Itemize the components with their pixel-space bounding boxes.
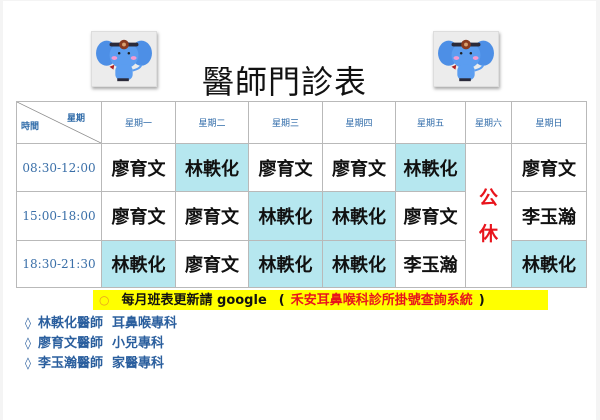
closed-label-1: 公 xyxy=(478,186,498,209)
doctor-cell: 廖育文 xyxy=(101,143,176,192)
doctor-cell: 廖育文 xyxy=(175,240,249,288)
diamond-bullet-icon: ◊ xyxy=(25,356,31,370)
doctor-specialty: 家醫專科 xyxy=(111,356,164,371)
clinic-schedule-table: 星期 時間 星期一 星期二 星期三 星期四 星期五 星期六 星期日 08:30-… xyxy=(16,101,587,288)
diamond-bullet-icon: ◊ xyxy=(25,316,31,330)
doctor-cell: 林軼化 xyxy=(248,191,323,241)
doctor-name: 李玉瀚醫師 xyxy=(37,356,103,371)
notice-close-paren: ) xyxy=(478,293,485,308)
list-item: ◊ 李玉瀚醫師家醫專科 xyxy=(25,353,177,373)
page-title: 醫師門診表 xyxy=(202,63,368,101)
doctor-cell: 林軼化 xyxy=(175,143,249,192)
closed-label-2: 休 xyxy=(478,222,498,245)
elephant-doctor-graphic xyxy=(434,32,498,86)
diagonal-divider xyxy=(17,102,101,143)
table-row: 15:00-18:00 廖育文 廖育文 林軼化 林軼化 廖育文 李玉瀚 xyxy=(16,191,587,241)
time-slot: 08:30-12:00 xyxy=(16,143,102,192)
doctor-cell: 林軼化 xyxy=(248,240,323,288)
doctor-cell: 林軼化 xyxy=(322,191,396,241)
doctor-name: 廖育文醫師 xyxy=(37,336,103,351)
doctor-cell: 廖育文 xyxy=(395,191,466,241)
doctor-list: ◊ 林軼化醫師耳鼻喉專科 ◊ 廖育文醫師小兒專科 ◊ 李玉瀚醫師家醫專科 xyxy=(25,313,177,373)
list-item: ◊ 林軼化醫師耳鼻喉專科 xyxy=(25,313,177,333)
doctor-cell: 廖育文 xyxy=(248,143,323,192)
day-header-tue: 星期二 xyxy=(175,101,249,144)
day-header-thu: 星期四 xyxy=(322,101,396,144)
doctor-specialty: 耳鼻喉專科 xyxy=(111,316,177,331)
header-row: 星期 時間 星期一 星期二 星期三 星期四 星期五 星期六 星期日 xyxy=(16,101,587,144)
doctor-cell: 林軼化 xyxy=(101,240,176,288)
schedule-page: 醫師門診表 xyxy=(3,1,596,420)
doctor-cell: 李玉瀚 xyxy=(395,240,466,288)
doctor-cell: 廖育文 xyxy=(322,143,396,192)
time-slot: 15:00-18:00 xyxy=(16,191,102,241)
doctor-cell: 林軼化 xyxy=(511,240,587,288)
table-row: 08:30-12:00 廖育文 林軼化 廖育文 廖育文 林軼化 公 休 廖育文 xyxy=(16,143,587,288)
corner-header-cell: 星期 時間 xyxy=(16,101,102,144)
notice-open-paren: ( xyxy=(278,293,285,308)
day-header-fri: 星期五 xyxy=(395,101,466,144)
elephant-doctor-graphic xyxy=(92,32,156,86)
elephant-doctor-icon xyxy=(91,31,157,87)
doctor-cell: 廖育文 xyxy=(175,191,249,241)
diamond-bullet-icon: ◊ xyxy=(25,336,31,350)
doctor-cell: 廖育文 xyxy=(511,143,587,192)
day-header-mon: 星期一 xyxy=(101,101,176,144)
doctor-name: 林軼化醫師 xyxy=(37,316,103,331)
day-header-wed: 星期三 xyxy=(248,101,323,144)
day-header-sat: 星期六 xyxy=(465,101,512,144)
time-slot: 18:30-21:30 xyxy=(16,240,102,288)
doctor-specialty: 小兒專科 xyxy=(111,336,164,351)
table-row: 18:30-21:30 林軼化 廖育文 林軼化 林軼化 李玉瀚 林軼化 xyxy=(16,240,587,288)
notice-text: 每月班表更新請 google xyxy=(121,293,267,308)
list-item: ◊ 廖育文醫師小兒專科 xyxy=(25,333,177,353)
doctor-cell: 林軼化 xyxy=(395,143,466,192)
circle-bullet-icon: ○ xyxy=(99,293,110,307)
weekday-axis-label: 星期 xyxy=(66,114,85,124)
doctor-cell: 李玉瀚 xyxy=(511,191,587,241)
doctor-cell: 林軼化 xyxy=(322,240,396,288)
update-notice: ○ 每月班表更新請 google ( 禾安耳鼻喉科診所掛號查詢系統) xyxy=(93,290,548,310)
time-axis-label: 時間 xyxy=(21,122,40,132)
registration-system-link[interactable]: 禾安耳鼻喉科診所掛號查詢系統 xyxy=(290,293,473,308)
day-header-sun: 星期日 xyxy=(511,101,587,144)
doctor-cell: 廖育文 xyxy=(101,191,176,241)
elephant-doctor-icon xyxy=(433,31,499,87)
saturday-closed-cell: 公 休 xyxy=(465,143,512,288)
